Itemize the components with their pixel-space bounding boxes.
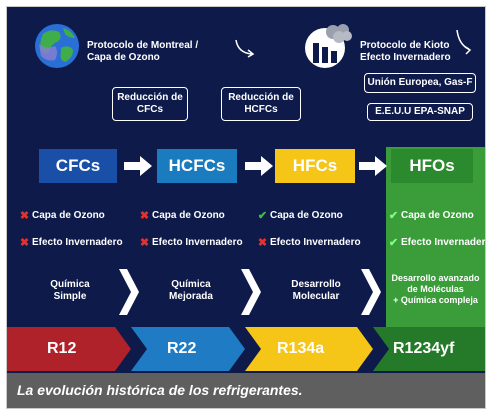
- r22-segment: [131, 327, 245, 371]
- curved-arrow-icon: [453, 27, 475, 55]
- cross-icon: ✖: [19, 210, 30, 222]
- check-icon: ✔: [388, 210, 399, 222]
- status-greenhouse-hfcs: ✖Efecto Invernadero: [257, 236, 361, 249]
- status-label: Capa de Ozono: [401, 210, 474, 221]
- cross-icon: ✖: [19, 237, 30, 249]
- chevron-right-icon: [359, 269, 383, 315]
- us-epa-snap-box: E.E.U.U EPA-SNAP: [367, 103, 473, 121]
- status-ozone-hcfcs: ✖Capa de Ozono: [139, 209, 225, 222]
- status-ozone-cfcs: ✖Capa de Ozono: [19, 209, 105, 222]
- arrow-right-icon: [245, 156, 273, 176]
- status-label: Efecto Invernadero: [401, 237, 486, 248]
- r1234yf-segment: [373, 327, 485, 371]
- chevron-right-icon: [117, 269, 141, 315]
- generation-box-hcfcs: HCFCs: [157, 149, 237, 183]
- status-ozone-hfcs: ✔Capa de Ozono: [257, 209, 343, 222]
- generation-label: CFCs: [55, 156, 101, 175]
- status-label: Capa de Ozono: [32, 210, 105, 221]
- refrigerant-arrow-bar: [7, 327, 485, 371]
- generation-box-hfos: HFOs: [391, 149, 473, 183]
- generation-label: HFCs: [292, 156, 338, 175]
- caption-text: La evolución histórica de los refrigeran…: [17, 382, 303, 398]
- eu-gas-f-label: Unión Europea, Gas-F: [367, 77, 473, 88]
- status-greenhouse-hfos: ✔Efecto Invernadero: [388, 236, 486, 249]
- r134a-segment: [245, 327, 373, 371]
- generation-label: HCFCs: [168, 156, 226, 175]
- cross-icon: ✖: [139, 237, 150, 249]
- reduction-cfcs-label: Reducción de CFCs: [117, 92, 183, 115]
- eu-gas-f-box: Unión Europea, Gas-F: [364, 73, 476, 93]
- refrigerant-evolution-diagram: Protocolo de Montreal / Capa de Ozono Pr…: [6, 6, 486, 409]
- reduction-hcfcs-label: Reducción de HCFCs: [228, 92, 294, 115]
- status-ozone-hfos: ✔Capa de Ozono: [388, 209, 474, 222]
- status-greenhouse-hcfcs: ✖Efecto Invernadero: [139, 236, 243, 249]
- generation-label: HFOs: [409, 156, 455, 175]
- arrow-right-icon: [359, 156, 387, 176]
- refrigerant-label-r22: R22: [167, 340, 197, 357]
- arrow-right-icon: [124, 156, 152, 176]
- cross-icon: ✖: [257, 237, 268, 249]
- curved-arrow-icon: [233, 37, 257, 59]
- description-hfcs: Desarrollo Molecular: [291, 279, 341, 302]
- status-greenhouse-cfcs: ✖Efecto Invernadero: [19, 236, 123, 249]
- refrigerant-label-r134a: R134a: [277, 340, 325, 357]
- status-label: Capa de Ozono: [270, 210, 343, 221]
- globe-icon: [33, 22, 81, 70]
- description-hcfcs: Química Mejorada: [169, 279, 213, 302]
- status-label: Efecto Invernadero: [270, 237, 361, 248]
- description-hfos: Desarrollo avanzado de Moléculas + Quími…: [391, 273, 480, 305]
- reduction-hcfcs-box: Reducción de HCFCs: [221, 87, 301, 121]
- check-icon: ✔: [257, 210, 268, 222]
- status-label: Efecto Invernadero: [32, 237, 123, 248]
- r12-segment: [7, 327, 131, 371]
- reduction-cfcs-box: Reducción de CFCs: [112, 87, 188, 121]
- generation-box-hfcs: HFCs: [275, 149, 355, 183]
- us-epa-snap-label: E.E.U.U EPA-SNAP: [375, 106, 465, 117]
- kyoto-protocol-label: Protocolo de Kioto Efecto Invernadero: [360, 40, 451, 63]
- refrigerant-label-r1234yf: R1234yf: [393, 340, 455, 357]
- factory-smoke-icon: [303, 23, 353, 69]
- chevron-right-icon: [239, 269, 263, 315]
- caption-bar: La evolución histórica de los refrigeran…: [7, 373, 485, 408]
- generation-box-cfcs: CFCs: [39, 149, 117, 183]
- status-label: Capa de Ozono: [152, 210, 225, 221]
- status-label: Efecto Invernadero: [152, 237, 243, 248]
- refrigerant-label-r12: R12: [47, 340, 77, 357]
- description-cfcs: Química Simple: [50, 279, 90, 302]
- check-icon: ✔: [388, 237, 399, 249]
- montreal-protocol-label: Protocolo de Montreal / Capa de Ozono: [87, 40, 199, 63]
- cross-icon: ✖: [139, 210, 150, 222]
